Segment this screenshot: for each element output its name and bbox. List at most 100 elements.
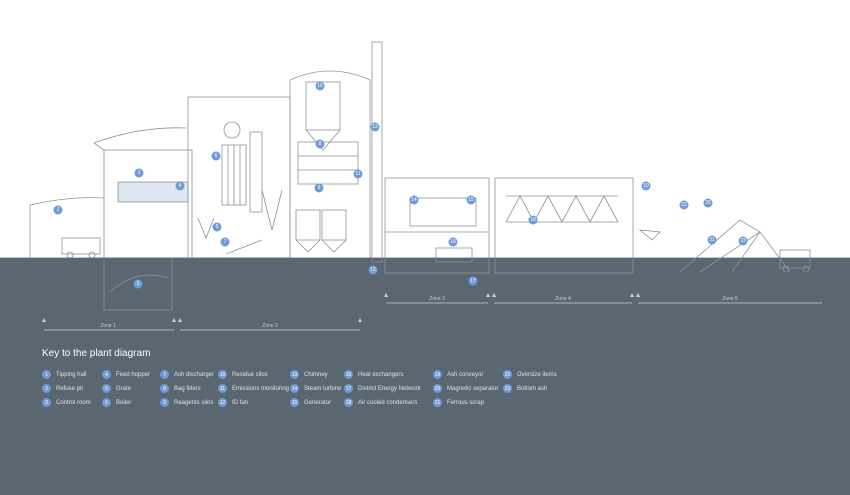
marker-number: 12 — [370, 267, 376, 273]
key-item-number: 19 — [433, 370, 442, 379]
key-item-label: Air cooled condensers — [358, 399, 418, 406]
key-item: 14 Steam turbine — [290, 383, 341, 394]
marker-number: 1 — [57, 207, 60, 213]
marker-23: 23 — [738, 236, 748, 246]
key-item-label: Control room — [56, 399, 91, 406]
marker-number: 11 — [355, 171, 360, 177]
key-item: 22 Oversize items — [503, 369, 557, 380]
key-title: Key to the plant diagram — [42, 348, 151, 359]
marker-number: 14 — [411, 197, 417, 203]
key-item-label: Emissions monitoring — [232, 385, 290, 392]
key-item-number: 9 — [160, 398, 169, 407]
refuse-pit — [90, 257, 173, 311]
marker-number: 2 — [137, 281, 140, 287]
marker-19: 19 — [641, 181, 651, 191]
key-item-number: 14 — [290, 384, 299, 393]
marker-5: 5 — [212, 222, 222, 232]
key-item-label: Feed hopper — [116, 371, 151, 378]
key-item: 15 Generator — [290, 397, 331, 408]
key-item-number: 23 — [503, 384, 512, 393]
key-item-label: Generator — [304, 399, 332, 406]
marker-number: 9 — [318, 185, 321, 191]
key-item-number: 15 — [290, 398, 299, 407]
marker-number: 3 — [138, 170, 141, 176]
key-item: 17 District Energy Network — [344, 383, 421, 394]
key-item-number: 6 — [102, 398, 111, 407]
marker-10: 10 — [315, 81, 325, 91]
marker-number: 4 — [179, 183, 182, 189]
key-item-label: Heat exchangers — [358, 371, 404, 378]
marker-number: 16 — [450, 239, 456, 245]
marker-20: 20 — [703, 198, 713, 208]
marker-8: 8 — [315, 139, 325, 149]
marker-number: 10 — [317, 83, 323, 89]
key-item-label: Ash conveyor — [447, 371, 484, 378]
marker-number: 7 — [224, 239, 227, 245]
key-item-label: District Energy Network — [358, 385, 421, 392]
key-item-number: 8 — [160, 384, 169, 393]
key-item-label: Steam turbine — [304, 385, 342, 392]
marker-12: 12 — [368, 265, 378, 275]
key-item-number: 4 — [102, 370, 111, 379]
marker-number: 15 — [468, 197, 474, 203]
marker-14: 14 — [409, 195, 419, 205]
ground-section — [0, 258, 850, 495]
tipping-hall-roof — [29, 197, 105, 206]
zone-4-label: Zone 4 — [555, 296, 571, 302]
key-item-label: Bottom ash — [517, 385, 548, 392]
marker-number: 8 — [319, 141, 322, 147]
flue-gas-building — [289, 70, 371, 258]
tipping-hall-building — [103, 149, 193, 259]
marker-16: 16 — [448, 237, 458, 247]
marker-7: 7 — [220, 237, 230, 247]
zone-5-label: Zone 5 — [722, 296, 738, 302]
marker-18: 18 — [528, 215, 538, 225]
key-item-label: Grate — [116, 385, 132, 392]
marker-number: 17 — [470, 278, 476, 284]
chimney — [371, 41, 383, 263]
marker-22: 22 — [679, 200, 689, 210]
key-item-number: 10 — [218, 370, 227, 379]
marker-number: 5 — [216, 224, 219, 230]
key-item-label: Oversize items — [517, 371, 557, 378]
marker-15: 15 — [466, 195, 476, 205]
key-item: 6 Boiler — [102, 397, 131, 408]
boiler-hall — [187, 96, 291, 259]
key-item-number: 22 — [503, 370, 512, 379]
key-item-number: 12 — [218, 398, 227, 407]
marker-6: 6 — [211, 151, 221, 161]
marker-number: 13 — [372, 124, 378, 130]
truck — [61, 237, 101, 255]
marker-number: 22 — [681, 202, 687, 208]
loader — [779, 249, 811, 269]
zone-2-label: Zone 2 — [262, 323, 278, 329]
marker-number: 6 — [215, 153, 218, 159]
marker-1: 1 — [53, 205, 63, 215]
key-item-number: 5 — [102, 384, 111, 393]
key-item-number: 16 — [344, 370, 353, 379]
marker-4: 4 — [175, 181, 185, 191]
ash-conveyor — [679, 219, 761, 273]
turbine-hall — [384, 177, 490, 274]
marker-13: 13 — [370, 122, 380, 132]
key-item-label: Boiler — [116, 399, 132, 406]
key-item-label: Magnetic separator — [447, 385, 499, 392]
key-item: 5 Grate — [102, 383, 131, 394]
marker-number: 21 — [709, 237, 715, 243]
key-item-number: 17 — [344, 384, 353, 393]
key-item: 4 Feed hopper — [102, 369, 150, 380]
